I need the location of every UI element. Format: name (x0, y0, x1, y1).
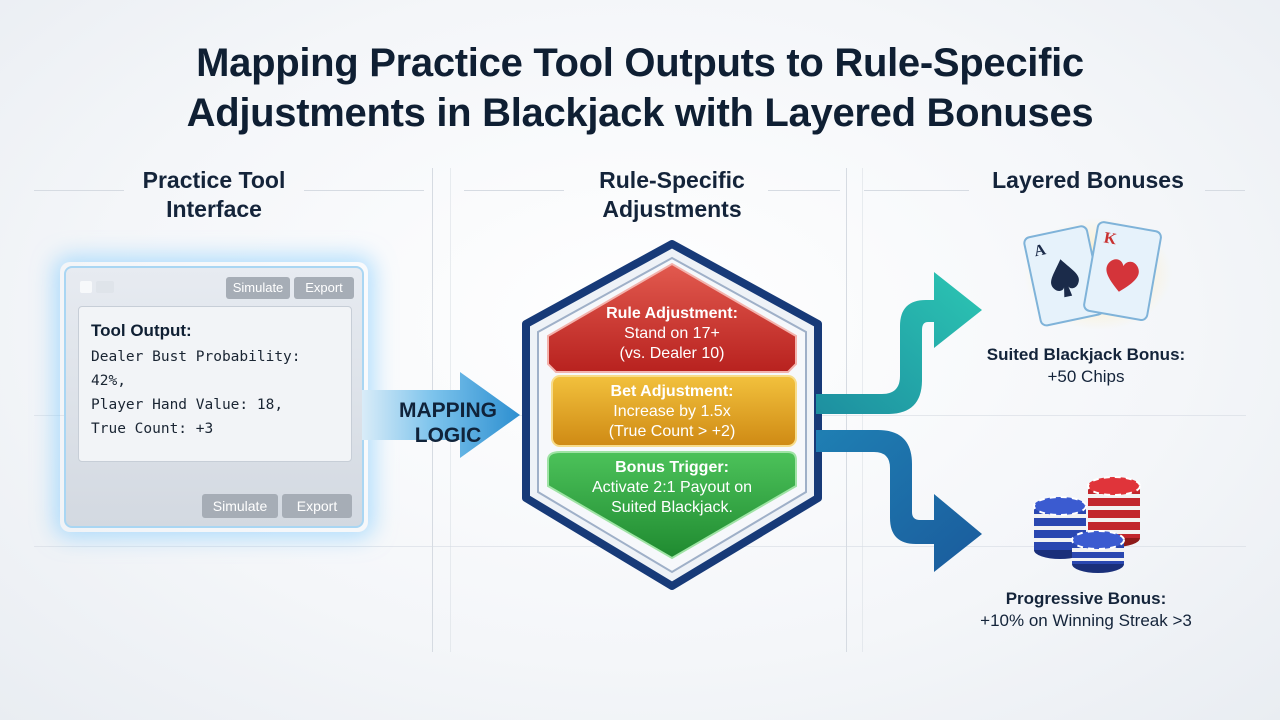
card-king-rank: K (1103, 229, 1119, 248)
export-button-top[interactable]: Export (294, 277, 354, 299)
spade-icon (1051, 259, 1079, 298)
rule-adjustment-line: Stand on 17+ (624, 325, 720, 342)
bonus-trigger-heading: Bonus Trigger: (615, 459, 729, 476)
mapping-logic-label: MAPPING LOGIC (370, 398, 526, 448)
divider (304, 190, 424, 191)
mapping-logic-line: LOGIC (414, 424, 482, 447)
bet-adjustment-line: (True Count > +2) (608, 423, 736, 440)
bonus-trigger-line: Suited Blackjack. (611, 499, 733, 516)
column-heading-practice-tool: Practice Tool Interface (104, 166, 324, 224)
page-title: Mapping Practice Tool Outputs to Rule-Sp… (0, 38, 1280, 138)
suited-bonus-heading: Suited Blackjack Bonus: (986, 345, 1186, 364)
suited-bonus-value: +50 Chips (1047, 367, 1125, 386)
rule-adjustment-text: Rule Adjustment: Stand on 17+ (vs. Deale… (562, 304, 782, 364)
column-heading-line: Interface (166, 196, 262, 222)
tool-output-box: Tool Output: Dealer Bust Probability: 42… (78, 306, 352, 462)
suited-blackjack-bonus: Suited Blackjack Bonus: +50 Chips (956, 344, 1216, 388)
bonus-trigger-text: Bonus Trigger: Activate 2:1 Payout on Su… (562, 458, 782, 518)
playing-cards-icon: A K (1023, 218, 1172, 330)
tool-output-line: Dealer Bust Probability: 42%, (91, 349, 301, 389)
divider (464, 190, 564, 191)
mapping-arrow-icon (362, 372, 520, 458)
bet-adjustment-heading: Bet Adjustment: (610, 383, 734, 400)
chip-stack-blue-front (1071, 530, 1125, 573)
mapping-logic-line: MAPPING (398, 399, 497, 422)
tool-output-line: Player Hand Value: 18, (91, 397, 284, 413)
export-button[interactable]: Export (282, 494, 352, 518)
column-heading-line: Practice Tool (142, 167, 286, 193)
teal-arrow-icon (816, 272, 982, 414)
divider (34, 190, 124, 191)
poker-chips-icon (1033, 476, 1141, 573)
blue-arrow-icon (816, 430, 982, 572)
divider (864, 190, 969, 191)
bonus-trigger-line: Activate 2:1 Payout on (591, 479, 753, 496)
heart-icon (1106, 259, 1139, 292)
simulate-button-top[interactable]: Simulate (226, 277, 290, 299)
bet-adjustment-text: Bet Adjustment: Increase by 1.5x (True C… (562, 382, 782, 442)
bet-adjustment-line: Increase by 1.5x (613, 403, 731, 420)
page-title-line-1: Mapping Practice Tool Outputs to Rule-Sp… (196, 41, 1084, 85)
divider (768, 190, 840, 191)
column-heading-rule-adjustments: Rule-Specific Adjustments (562, 166, 782, 224)
progressive-bonus-heading: Progressive Bonus: (1005, 589, 1167, 608)
adjustments-hexagon (522, 240, 822, 590)
tool-output-title: Tool Output: (91, 321, 192, 340)
branch-arrows (816, 272, 982, 572)
progressive-bonus-value: +10% on Winning Streak >3 (980, 611, 1192, 630)
window-control-icon (96, 281, 114, 293)
column-heading-layered-bonuses: Layered Bonuses (968, 166, 1208, 195)
rule-adjustment-heading: Rule Adjustment: (606, 305, 738, 322)
column-heading-line: Layered Bonuses (992, 167, 1184, 193)
practice-tool-window: Simulate Export Tool Output: Dealer Bust… (64, 266, 364, 528)
simulate-button[interactable]: Simulate (202, 494, 278, 518)
rule-adjustment-tier (547, 262, 797, 373)
bet-adjustment-tier (551, 375, 797, 447)
progressive-bonus: Progressive Bonus: +10% on Winning Strea… (946, 588, 1226, 632)
rule-adjustment-line: (vs. Dealer 10) (619, 345, 725, 362)
bonus-trigger-tier (547, 451, 797, 560)
column-heading-line: Adjustments (602, 196, 742, 222)
column-heading-line: Rule-Specific (599, 167, 745, 193)
page-title-line-2: Adjustments in Blackjack with Layered Bo… (186, 91, 1094, 135)
tool-output-line: True Count: +3 (91, 421, 214, 437)
window-control-icon[interactable] (80, 281, 92, 293)
divider (1205, 190, 1245, 191)
card-ace-rank: A (1033, 241, 1048, 260)
